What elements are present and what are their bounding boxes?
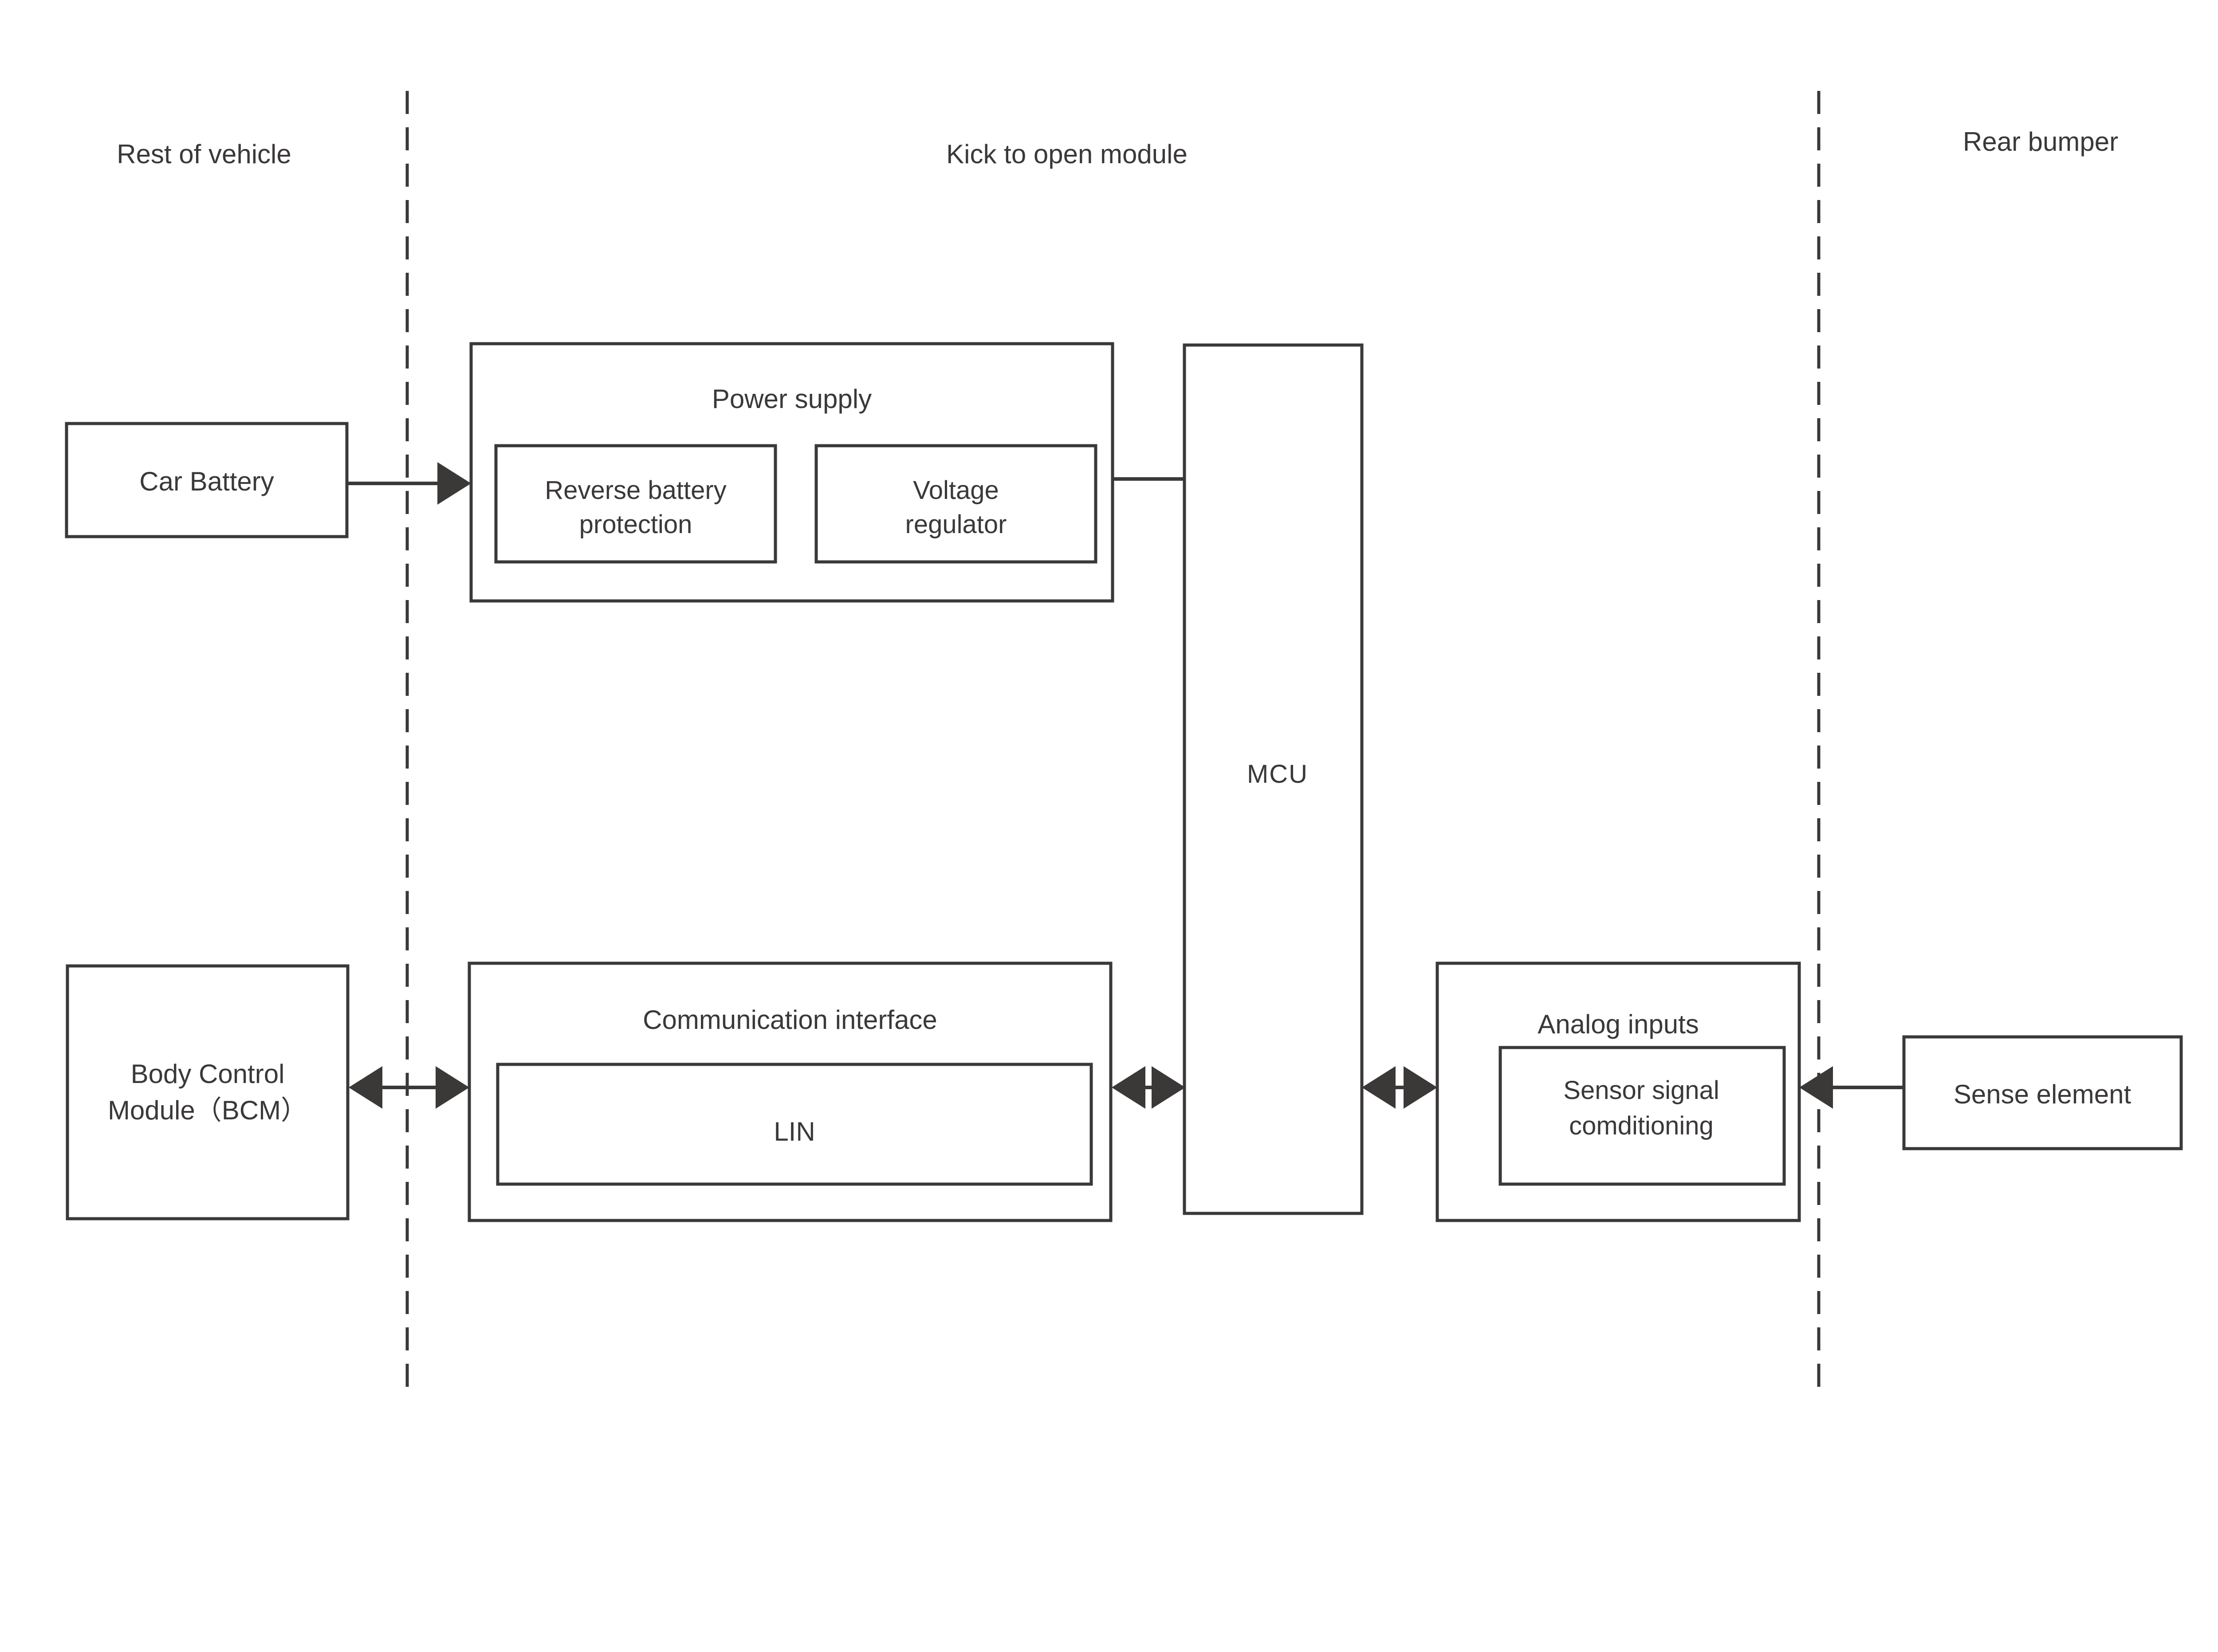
block-mcu[interactable] bbox=[1183, 343, 1364, 1215]
block-analog-inputs-label: Analog inputs bbox=[1538, 1009, 1699, 1039]
block-voltage-regulator-line2: regulator bbox=[905, 510, 1007, 539]
block-reverse-battery-protection[interactable] bbox=[494, 444, 777, 564]
block-lin[interactable] bbox=[496, 1063, 1093, 1186]
arrowhead-mcu-analog-right bbox=[1404, 1066, 1437, 1109]
block-reverse-battery-protection-line1: Reverse battery bbox=[545, 476, 726, 505]
zone-label-kick-to-open-module: Kick to open module bbox=[946, 139, 1188, 169]
block-sensor-signal-conditioning-line2: comditioning bbox=[1569, 1111, 1714, 1140]
arrowhead-bcm-right bbox=[436, 1066, 469, 1109]
block-voltage-regulator-line1: Voltage bbox=[913, 476, 999, 505]
block-power-supply-label: Power supply bbox=[712, 384, 872, 414]
block-voltage-regulator[interactable] bbox=[814, 444, 1097, 564]
block-body-control-module[interactable] bbox=[66, 964, 350, 1220]
block-sense-element[interactable] bbox=[1902, 1035, 2183, 1150]
arrowhead-mcu-analog-left bbox=[1362, 1066, 1396, 1109]
block-car-battery-label: Car Battery bbox=[139, 467, 274, 496]
block-body-control-module-line1: Body Control bbox=[131, 1059, 285, 1089]
block-sensor-signal-conditioning-line1: Sensor signal bbox=[1563, 1076, 1719, 1105]
zone-label-rear-bumper: Rear bumper bbox=[1963, 127, 2118, 157]
block-sense-element-label: Sense element bbox=[1954, 1079, 2131, 1109]
arrowhead-bcm-left bbox=[349, 1066, 382, 1109]
arrowhead-sense-element-to-analog-inputs bbox=[1799, 1066, 1833, 1109]
block-body-control-module-line2: Module（BCM） bbox=[108, 1095, 307, 1125]
block-sensor-signal-conditioning[interactable] bbox=[1498, 1046, 1786, 1186]
block-reverse-battery-protection-line2: protection bbox=[579, 510, 692, 539]
arrowhead-battery-to-power-supply bbox=[437, 462, 471, 505]
block-communication-interface-label: Communication interface bbox=[643, 1005, 937, 1035]
arrowhead-comm-mcu-right bbox=[1152, 1066, 1185, 1109]
block-lin-label: LIN bbox=[774, 1117, 815, 1146]
block-mcu-label: MCU bbox=[1247, 760, 1308, 789]
arrowhead-comm-mcu-left bbox=[1112, 1066, 1145, 1109]
block-car-battery[interactable] bbox=[65, 422, 349, 538]
zone-label-rest-of-vehicle: Rest of vehicle bbox=[117, 139, 291, 169]
